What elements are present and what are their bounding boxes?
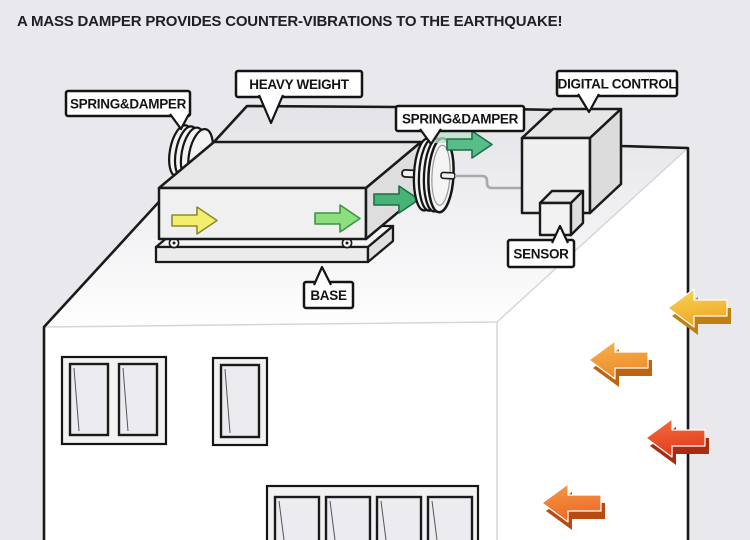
wall-fold-lines [43,147,689,540]
spring-arrow-green [446,130,493,159]
damper-rod-right [440,171,456,180]
sensor-cube [538,189,585,237]
weight-arrow-lightgreen [314,204,361,233]
weight-arrow-yellow [171,206,218,235]
transfer-arrow-green [373,185,420,214]
label-text-sensor: SENSOR [513,247,569,262]
sensor-wire [455,174,523,190]
label-heavy-weight: HEAVY WEIGHT [234,69,364,125]
label-text-spring-damper-right: SPRING&DAMPER [402,112,519,127]
page-title: A MASS DAMPER PROVIDES COUNTER-VIBRATION… [17,13,562,30]
digital-control-box [520,107,623,215]
label-text-digital-control: DIGITAL CONTROL [558,77,677,92]
window-double [60,355,168,446]
right-wall [497,148,688,540]
label-tail [551,224,569,244]
label-text-spring-damper-left: SPRING&DAMPER [70,97,187,112]
label-tail [257,94,285,125]
roller-wheels [168,237,353,249]
spring-damper-right-cylinder [401,137,456,214]
label-digital-control: DIGITAL CONTROL [555,69,679,114]
quake-arrow-4 [541,483,605,530]
label-tail [169,113,190,131]
label-tail [312,265,332,286]
label-spring-damper-left: SPRING&DAMPER [64,89,192,131]
label-text-heavy-weight: HEAVY WEIGHT [249,77,349,92]
label-spring-damper-right: SPRING&DAMPER [394,104,526,146]
label-tail [419,128,442,146]
label-text-base: BASE [310,288,347,303]
window-quad [265,484,480,540]
label-base: BASE [302,265,355,310]
quake-arrow-1 [667,288,731,335]
label-tail [577,93,600,114]
label-sensor: SENSOR [506,224,576,269]
quake-arrow-3 [645,418,709,465]
quake-arrow-2 [588,340,652,387]
window-single [211,356,269,447]
